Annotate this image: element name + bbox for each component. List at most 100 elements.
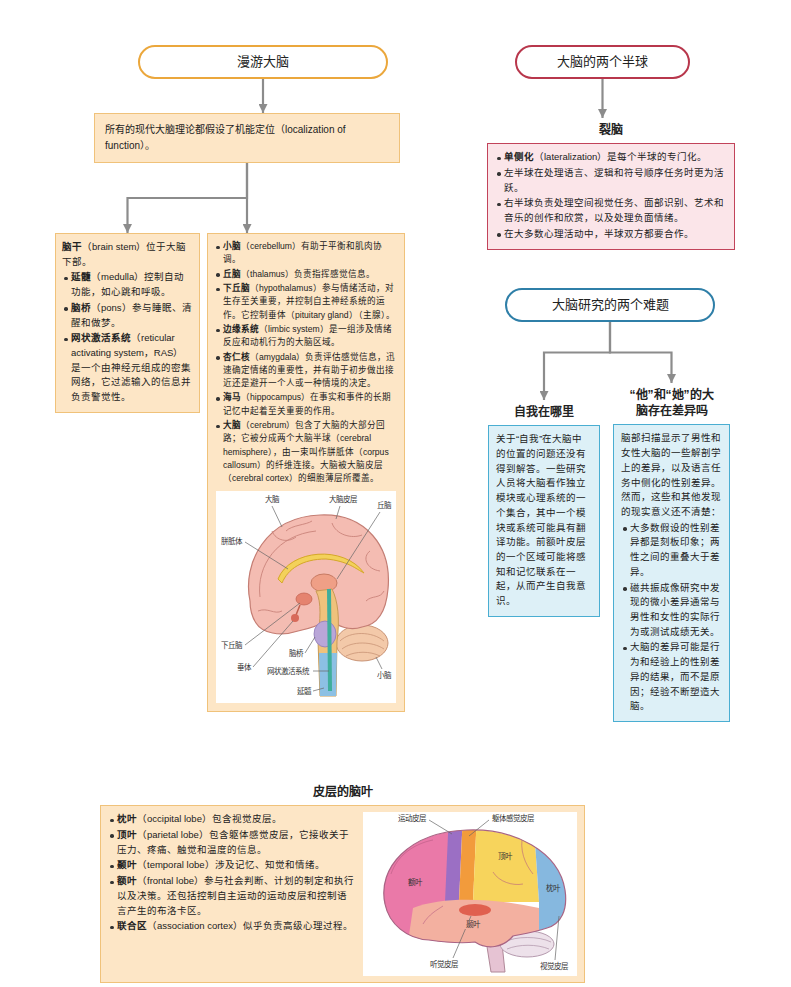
bullet-item: 丘脑（thalamus）负责指挥感觉信息。 xyxy=(214,268,398,281)
topic-title: 大脑研究的两个难题 xyxy=(552,297,669,314)
part-label: 大脑皮层 xyxy=(328,495,358,504)
connector-arrow xyxy=(544,322,610,400)
key-term: 额叶 xyxy=(117,875,137,886)
part-label: 听觉皮层 xyxy=(429,960,459,969)
info-box: 所有的现代大脑理论都假设了机能定位（localization of functi… xyxy=(94,113,400,163)
figure-ground xyxy=(363,812,577,976)
part-label: 大脑 xyxy=(264,495,280,504)
part-label: 颞叶 xyxy=(465,920,481,929)
part-label: 小脑 xyxy=(376,671,392,680)
topic-title: 漫游大脑 xyxy=(237,54,289,71)
key-term: 大脑 xyxy=(223,420,241,430)
lobe-regions xyxy=(363,812,577,976)
body-text: 脑部扫描显示了男性和女性大脑的一些解剖学上的差异，以及语言任务中侧化的性别差异。… xyxy=(621,431,722,519)
part-label: 顶叶 xyxy=(497,852,513,861)
leader-lines xyxy=(245,506,382,691)
bullet-item: 杏仁核（amygdala）负责评估感觉信息，迅速确定情绪的重要性，并有助于初步做… xyxy=(214,351,398,391)
figure-frame: 大脑 大脑皮层胼胝体 丘脑下丘脑垂体 脑桥网状激活系统延髓 小脑 xyxy=(216,491,396,703)
panel-box: 单侧化（lateralization）是每个半球的专门化。左半球在处理语言、逻辑… xyxy=(487,143,735,249)
bullet-item: 小脑（cerebellum）有助于平衡和肌肉协调。 xyxy=(214,240,398,267)
part-label: 网状激活系统 xyxy=(266,667,310,676)
key-term: 下丘脑 xyxy=(223,283,250,293)
key-term: 延髓 xyxy=(71,271,91,282)
bullet-item: 海马（hippocampus）在事实和事件的长期记忆中起着至关重要的作用。 xyxy=(214,391,398,418)
connector-arrow xyxy=(246,163,248,233)
brain-outline xyxy=(384,830,566,947)
figure-frame: 运动皮层 躯体感觉皮层顶叶额叶颞叶 枕叶听觉皮层 视觉皮层 xyxy=(363,812,577,976)
part-label: 躯体感觉皮层 xyxy=(491,814,535,823)
topic-title: 大脑的两个半球 xyxy=(557,54,648,71)
bullet-item: 单侧化（lateralization）是每个半球的专门化。 xyxy=(495,150,727,165)
body-text: 关于“自我”在大脑中的位置的问题还没有得到解答。一些研究人员将大脑看作独立模块或… xyxy=(496,432,592,609)
key-term: 小脑 xyxy=(223,241,241,251)
connector-arrow xyxy=(262,79,264,113)
panel-box: 枕叶（occipital lobe）包含视觉皮层。顶叶（parietal lob… xyxy=(100,805,585,983)
connector-arrow xyxy=(610,322,672,383)
section-heading: 裂脑 xyxy=(487,122,735,138)
part-label: 视觉皮层 xyxy=(539,962,569,971)
panel-box: 脑部扫描显示了男性和女性大脑的一些解剖学上的差异，以及语言任务中侧化的性别差异。… xyxy=(613,424,730,722)
titled-panel: 裂脑单侧化（lateralization）是每个半球的专门化。左半球在处理语言、… xyxy=(487,118,735,250)
body-text: 脑干（brain stem）位于大脑下部。 xyxy=(62,240,193,269)
info-box: 脑干（brain stem）位于大脑下部。延髓（medulla）控制自动功能，如… xyxy=(55,233,200,413)
cerebellum-shape xyxy=(336,625,388,661)
bullet-item: 右半球负责处理空间视觉任务、面部识别、艺术和音乐的创作和欣赏，以及处理负面情绪。 xyxy=(495,196,727,225)
topic-pill: 大脑的两个半球 xyxy=(515,45,690,79)
bullet-item: 延髓（medulla）控制自动功能，如心跳和呼吸。 xyxy=(62,270,193,299)
part-label: 额叶 xyxy=(407,878,423,887)
connector-arrow xyxy=(601,79,603,118)
key-term: 单侧化 xyxy=(504,151,534,162)
section-heading: 皮层的脑叶 xyxy=(100,784,585,800)
key-term: 顶叶 xyxy=(117,829,137,840)
part-label: 运动皮层 xyxy=(397,814,427,823)
bullet-item: 在大多数心理活动中，半球双方都要合作。 xyxy=(495,227,727,242)
section-heading: 自我在哪里 xyxy=(488,404,600,420)
bullet-item: 大脑（cerebrum）包含了大脑的大部分回路；它被分成两个大脑半球（cereb… xyxy=(214,419,398,486)
key-term: 丘脑 xyxy=(223,269,241,279)
bullet-item: 大脑的差异可能是行为和经验上的性别差异的结果，而不是原因；经验不断塑造大脑。 xyxy=(621,640,722,714)
info-box: 小脑（cerebellum）有助于平衡和肌肉协调。丘脑（thalamus）负责指… xyxy=(207,233,405,712)
titled-panel: 自我在哪里关于“自我”在大脑中的位置的问题还没有得到解答。一些研究人员将大脑看作… xyxy=(488,400,600,617)
panel-box: 关于“自我”在大脑中的位置的问题还没有得到解答。一些研究人员将大脑看作独立模块或… xyxy=(488,425,600,617)
bullet-item: 颞叶（temporal lobe）涉及记忆、知觉和情绪。 xyxy=(108,858,355,873)
cerebrum-shape xyxy=(248,515,388,634)
brainstem-shape xyxy=(314,589,338,696)
figure-ground xyxy=(216,491,396,703)
bullet-item: 枕叶（occipital lobe）包含视觉皮层。 xyxy=(108,812,355,827)
topic-pill: 漫游大脑 xyxy=(138,45,388,79)
bullet-item: 边缘系统（limbic system）是一组涉及情绪反应和动机行为的大脑区域。 xyxy=(214,323,398,350)
bullet-item: 左半球在处理语言、逻辑和符号顺序任务时更为活跃。 xyxy=(495,166,727,195)
bullet-item: 联合区（association cortex）似乎负责高级心理过程。 xyxy=(108,919,355,934)
connector-arrow xyxy=(128,163,248,233)
part-label: 丘脑 xyxy=(376,501,392,510)
titled-panel: “他”和“她”的大脑存在差异吗脑部扫描显示了男性和女性大脑的一些解剖学上的差异，… xyxy=(613,383,730,722)
key-term: 杏仁核 xyxy=(223,352,250,362)
section-heading: “他”和“她”的大脑存在差异吗 xyxy=(626,387,718,419)
bullet-item: 磁共振成像研究中发现的微小差异通常与男性和女性的实际行为或测试成绩无关。 xyxy=(621,581,722,640)
topic-pill: 大脑研究的两个难题 xyxy=(505,288,715,322)
key-term: 海马 xyxy=(223,392,241,402)
part-label: 垂体 xyxy=(236,663,252,672)
bullet-item: 下丘脑（hypothalamus）参与情绪活动，对生存至关重要，并控制自主神经系… xyxy=(214,282,398,322)
bullet-item: 顶叶（parietal lobe）包含躯体感觉皮层，它接收关于压力、疼痛、触觉和… xyxy=(108,828,355,857)
key-term: 枕叶 xyxy=(117,813,137,824)
bullet-item: 大多数假设的性别差异都是刻板印象；两性之间的重叠大于差异。 xyxy=(621,521,722,580)
part-label: 延髓 xyxy=(296,687,312,696)
brain-lateral-illustration xyxy=(363,812,577,976)
key-term: 边缘系统 xyxy=(223,324,259,334)
part-label: 胼胝体 xyxy=(220,537,243,546)
text-column: 枕叶（occipital lobe）包含视觉皮层。顶叶（parietal lob… xyxy=(108,812,355,935)
part-label: 下丘脑 xyxy=(220,641,243,650)
key-term: 联合区 xyxy=(117,920,147,931)
bullet-item: 额叶（frontal lobe）参与社会判断、计划的制定和执行以及决策。还包括控… xyxy=(108,874,355,918)
part-label: 枕叶 xyxy=(545,884,561,893)
leader-lines xyxy=(429,820,559,960)
key-term: 颞叶 xyxy=(117,859,137,870)
part-label: 脑桥 xyxy=(288,649,304,658)
bullet-item: 脑桥（pons）参与睡眠、清醒和做梦。 xyxy=(62,301,193,330)
key-term: 脑干 xyxy=(62,241,82,252)
key-term: 脑桥 xyxy=(71,302,91,313)
key-term: 网状激活系统 xyxy=(71,332,131,343)
bullet-item: 网状激活系统（reticular activating system，RAS）是… xyxy=(62,331,193,405)
